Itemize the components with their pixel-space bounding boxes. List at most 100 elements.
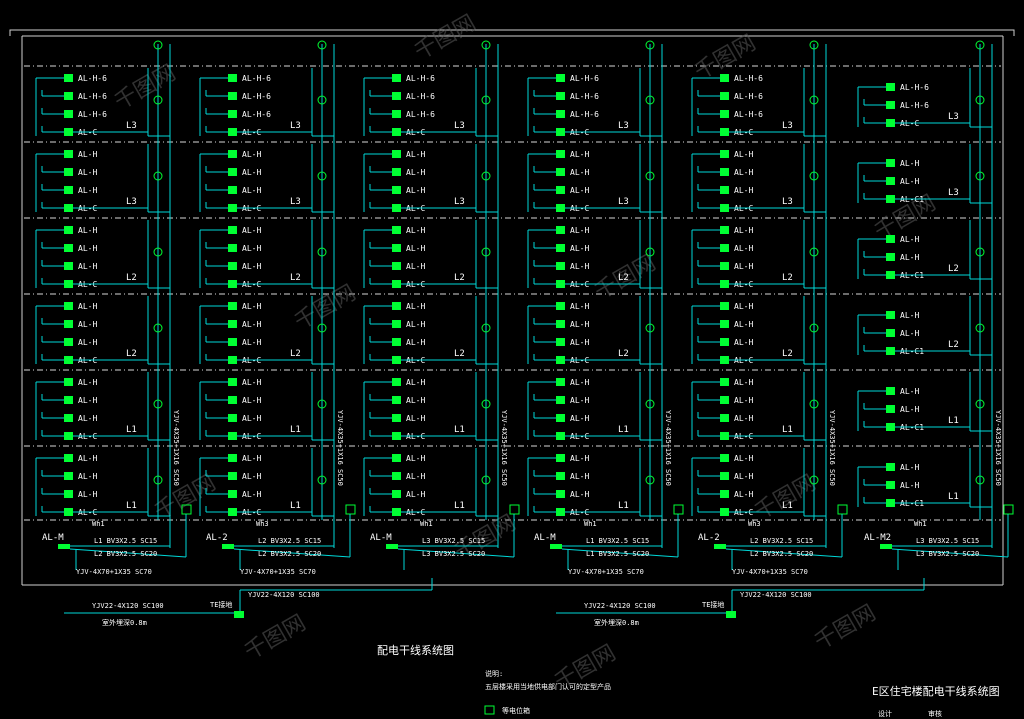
distribution-box-icon (886, 195, 895, 203)
meter-circle-icon (317, 247, 327, 257)
phase-label: L2 (782, 349, 793, 359)
distribution-box-icon (64, 204, 73, 212)
distribution-box-icon (392, 378, 401, 386)
notes-text: 五层楼采用当地供电部门认可的定型产品 (485, 682, 611, 691)
box-label: AL-H (570, 226, 589, 235)
box-label: AL-H (406, 396, 425, 405)
distribution-box-icon (556, 226, 565, 234)
equipotential-box-icon (509, 504, 520, 515)
phase-label: L1 (454, 501, 465, 511)
incoming-supply: YJV22-4X120 SC100室外埋深0.8mTE接地YJV22-4X120… (556, 578, 925, 627)
box-label: AL-H (78, 320, 97, 329)
distribution-box-icon (228, 490, 237, 498)
phase-label: L1 (290, 501, 301, 511)
box-label: AL-H (734, 150, 753, 159)
distribution-box-icon (228, 168, 237, 176)
meter-circle-icon (481, 247, 491, 257)
box-label: AL-H (570, 262, 589, 271)
distribution-box-icon (720, 396, 729, 404)
phase-label: L3 (782, 121, 793, 131)
distribution-box-icon (392, 356, 401, 364)
box-label: AL-H (406, 454, 425, 463)
distribution-box-icon (64, 226, 73, 234)
box-label: AL-H (900, 463, 919, 472)
distribution-box-icon (228, 320, 237, 328)
distribution-box-icon (64, 280, 73, 288)
distribution-box-icon (392, 244, 401, 252)
distribution-box-icon (228, 302, 237, 310)
box-label: AL-H (242, 302, 261, 311)
box-label: AL-H (242, 454, 261, 463)
meter-circle-icon (975, 475, 985, 485)
meter-circle-icon (317, 323, 327, 333)
distribution-box-icon (392, 338, 401, 346)
feeder-2 (725, 548, 843, 558)
phase-label: L2 (454, 273, 465, 283)
branch-cable-label: YJV22-4X120 SC100 (248, 591, 320, 599)
riser-block: AL-H-6AL-H-6AL-H-6AL-CL3AL-HAL-HAL-HAL-C… (199, 40, 356, 576)
box-label: AL-H (570, 490, 589, 499)
branch-cable-label: YJV22-4X120 SC100 (740, 591, 812, 599)
meter-circle-icon (975, 95, 985, 105)
distribution-box-icon (64, 320, 73, 328)
main-panel-label: AL-M (370, 533, 392, 543)
meter-phase-label: Wh1 (420, 520, 433, 528)
distribution-box-icon (720, 432, 729, 440)
distribution-box-icon (556, 110, 565, 118)
distribution-box-icon (392, 92, 401, 100)
phase-label: L2 (454, 349, 465, 359)
box-label: AL-H-6 (406, 74, 435, 83)
trunk-cable-label: YJV-4X35+1X16 SC50 (828, 410, 836, 486)
distribution-box-icon (228, 74, 237, 82)
meter-circle-icon (153, 171, 163, 181)
box-label: AL-H (734, 244, 753, 253)
meter-circle-icon (809, 95, 819, 105)
distribution-box-icon (392, 168, 401, 176)
box-label: AL-H-6 (570, 110, 599, 119)
distribution-box-icon (392, 454, 401, 462)
riser-block: AL-H-6AL-H-6AL-H-6AL-CL3AL-HAL-HAL-HAL-C… (527, 40, 684, 576)
phase-label: L1 (618, 501, 629, 511)
box-label: AL-H (78, 302, 97, 311)
phase-label: L1 (290, 425, 301, 435)
meter-circle-icon (645, 399, 655, 409)
box-label: AL-H (900, 481, 919, 490)
box-label: AL-H (78, 338, 97, 347)
legend-text: 等电位箱 (502, 706, 530, 715)
meter-circle-icon (975, 323, 985, 333)
box-label: AL-H (900, 159, 919, 168)
box-label: AL-H (78, 414, 97, 423)
riser-block: AL-H-6AL-H-6AL-H-6AL-CL3AL-HAL-HAL-HAL-C… (691, 40, 848, 576)
box-label: AL-H (570, 186, 589, 195)
box-label: AL-H-6 (242, 74, 271, 83)
feeder-2 (891, 548, 1009, 558)
feeder-label-1: L3 BV3X2.5 SC15 (916, 537, 979, 545)
phase-label: L3 (290, 121, 301, 131)
meter-circle-icon (317, 475, 327, 485)
distribution-box-icon (392, 186, 401, 194)
trunk-cable-label: YJV-4X35+1X16 SC50 (664, 410, 672, 486)
phase-label: L1 (948, 416, 959, 426)
distribution-box-icon (392, 432, 401, 440)
distribution-box-icon (556, 128, 565, 136)
distribution-box-icon (556, 454, 565, 462)
bottom-section: 配电干线系统图 说明: 五层楼采用当地供电部门认可的定型产品 等电位箱 E区住宅… (377, 643, 1000, 718)
box-label: AL-H (406, 168, 425, 177)
phase-label: L3 (618, 197, 629, 207)
distribution-box-icon (720, 356, 729, 364)
distribution-box-icon (392, 204, 401, 212)
box-label: AL-H (78, 244, 97, 253)
distribution-box-icon (228, 414, 237, 422)
main-panel-label: AL-M (42, 533, 64, 543)
distribution-box-icon (556, 168, 565, 176)
equipotential-box-icon (837, 504, 848, 515)
box-label: AL-H (734, 396, 753, 405)
box-label: AL-H (242, 186, 261, 195)
distribution-box-icon (64, 92, 73, 100)
meter-circle-icon (809, 475, 819, 485)
phase-label: L3 (782, 197, 793, 207)
meter-circle-icon (975, 40, 985, 50)
distribution-box-icon (886, 423, 895, 431)
watermark-text: 千图网 (811, 601, 881, 656)
phase-label: L1 (126, 425, 137, 435)
